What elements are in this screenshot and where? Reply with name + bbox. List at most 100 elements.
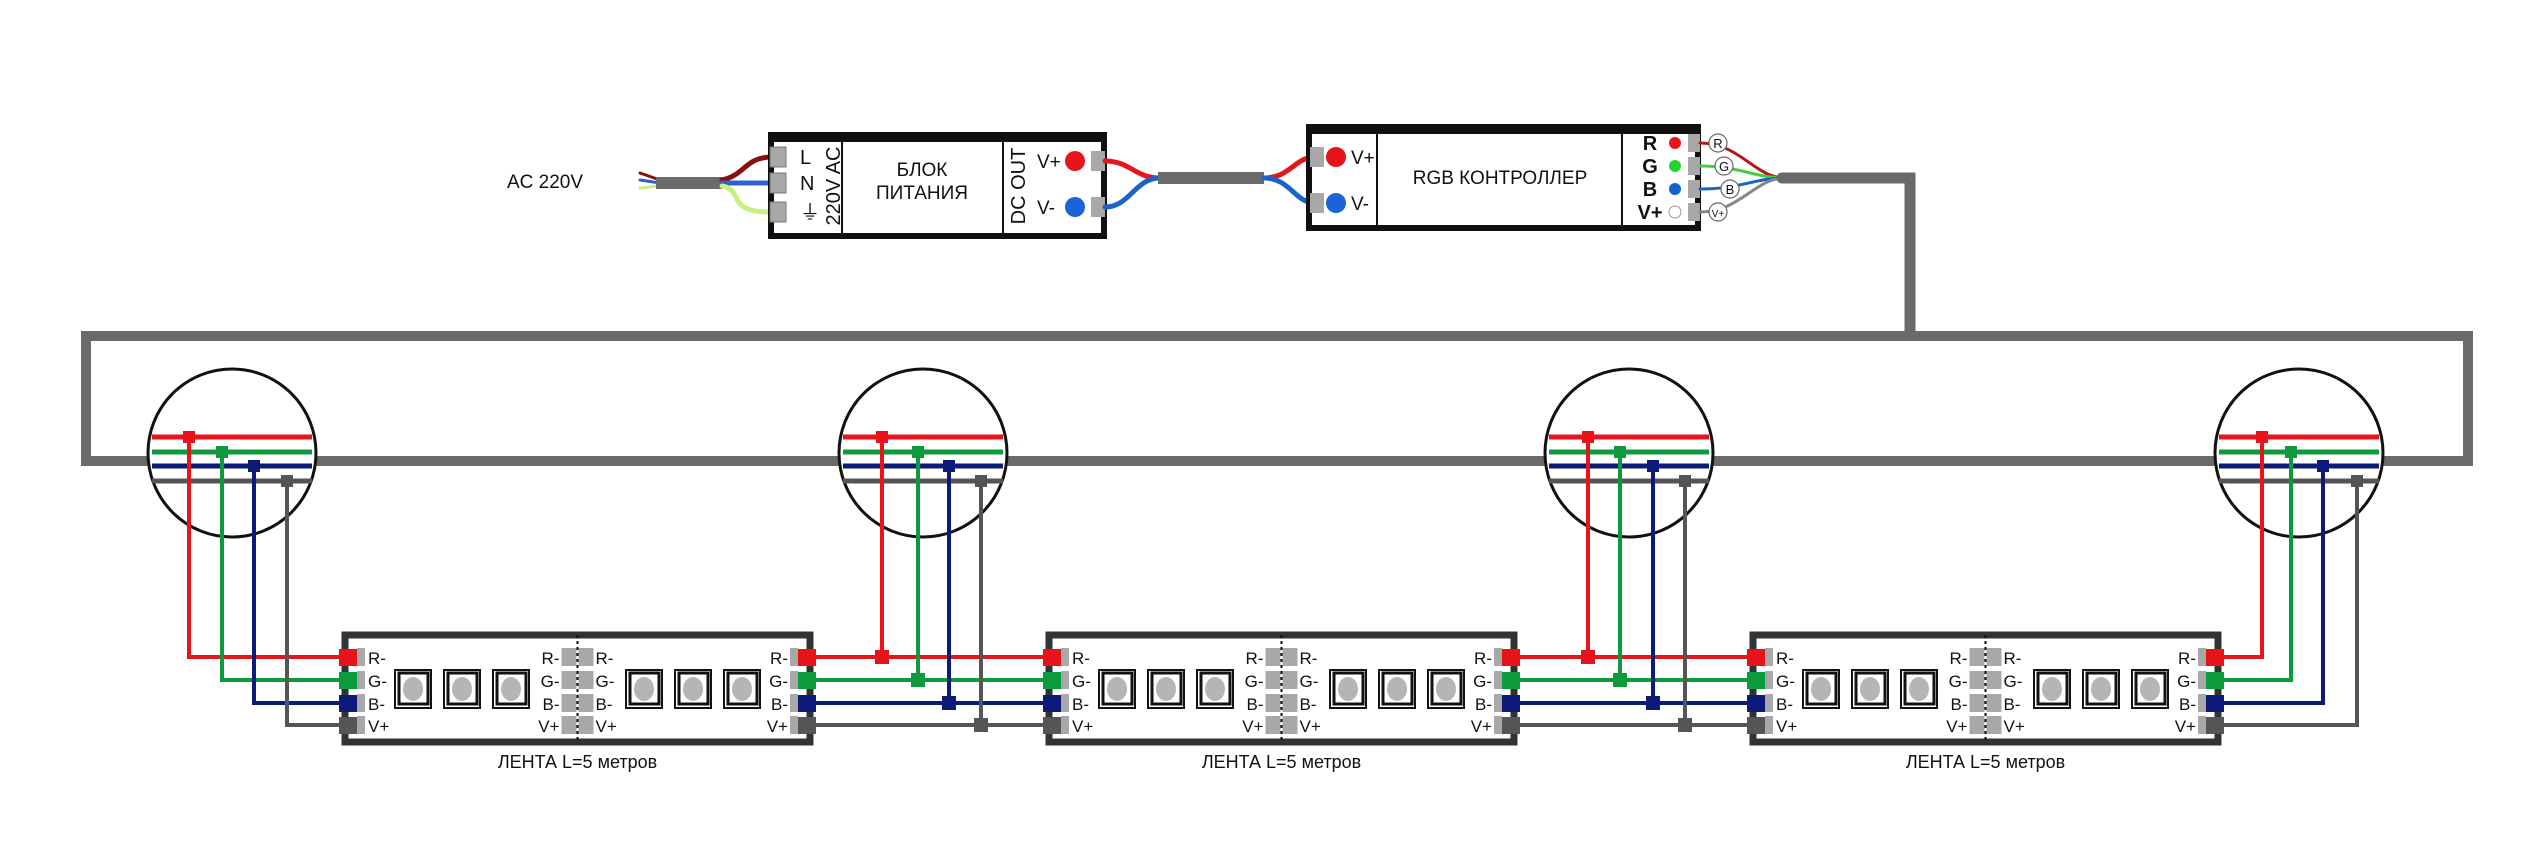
strip-right-pad — [2198, 694, 2206, 712]
led-chip-lens — [683, 677, 703, 701]
junction-node — [912, 446, 924, 458]
strip-left-terminal — [1043, 717, 1061, 734]
controller-box — [1306, 124, 1701, 231]
wire-tag-label-2: B — [1726, 182, 1735, 197]
strip-left-terminal — [339, 672, 357, 689]
controller-in-minus-label: V- — [1351, 194, 1369, 215]
strip-left-pin-label: G- — [1072, 672, 1091, 691]
strip-left-pad — [357, 671, 365, 689]
controller-output-dot-0 — [1669, 137, 1681, 149]
strip-caption: ЛЕНТА L=5 метров — [1906, 752, 2065, 772]
strip-mid-pad — [1986, 716, 2002, 734]
strip-left-terminal — [1043, 649, 1061, 666]
strip-mid-pad — [1969, 716, 1985, 734]
junction-node — [1679, 475, 1691, 487]
led-strip-2: R-R-R-R-G-G-G-G-B-B-B-B-V+V+V+V+ЛЕНТА L=… — [1747, 631, 2224, 772]
wire-tag-label-1: G — [1719, 159, 1729, 174]
strip-right-pin-label: G- — [1473, 672, 1492, 691]
strip-mid-pad — [1265, 671, 1281, 689]
psu-out-minus-label: V- — [1037, 198, 1055, 219]
wire-tag-circle-3 — [1708, 202, 1728, 222]
strip-right-terminal — [1502, 649, 1520, 666]
junction-node — [1613, 673, 1627, 687]
junction-node — [1614, 446, 1626, 458]
strip-left-pad — [357, 716, 365, 734]
strip-mid-pin-label: V+ — [1946, 717, 1967, 736]
strip-mid-pad — [561, 694, 577, 712]
strip-mid-pin-label: R- — [542, 649, 560, 668]
junction-node — [875, 650, 889, 664]
strip-right-terminal — [798, 717, 816, 734]
strip-right-pad — [2198, 671, 2206, 689]
strip-left-pin-label: R- — [1776, 649, 1794, 668]
junction-node — [1646, 696, 1660, 710]
controller-output-label-3: V+ — [1637, 202, 1662, 224]
psu-terminal — [769, 172, 787, 194]
dc-wire-minus-out — [1102, 175, 1163, 210]
strip-right-pad — [1494, 694, 1502, 712]
led-chip-lens — [1909, 677, 1929, 701]
strip-mid-pin-label: R- — [2004, 649, 2022, 668]
dc-cable — [1158, 172, 1264, 184]
controller-in-terminal-plus — [1310, 147, 1324, 167]
led-chip-lens — [1107, 677, 1127, 701]
feed-wire — [220, 450, 347, 682]
strip-left-terminal — [339, 649, 357, 666]
strip-left-pin-label: B- — [1776, 695, 1793, 714]
strip-left-pin-label: G- — [368, 672, 387, 691]
led-chip-lens — [501, 677, 521, 701]
strip-mid-pin-label: B- — [1951, 695, 1968, 714]
rgb-cable — [1776, 172, 1916, 338]
feed-wire — [252, 464, 347, 705]
strip-right-pad — [790, 716, 798, 734]
junction-node — [974, 718, 988, 732]
strip-mid-pin-label: G- — [541, 672, 560, 691]
strip-right-terminal — [798, 672, 816, 689]
strip-caption: ЛЕНТА L=5 метров — [1202, 752, 1361, 772]
psu-out-plus-label: V+ — [1037, 152, 1061, 173]
strip-right-terminal — [2206, 695, 2224, 712]
strip-left-pin-label: B- — [368, 695, 385, 714]
strip-right-pin-label: V+ — [767, 717, 788, 736]
strip-left-terminal — [1043, 672, 1061, 689]
feed-wire — [187, 435, 347, 659]
led-chip-lens — [1860, 677, 1880, 701]
junction-node — [1582, 431, 1594, 443]
strip-right-terminal — [798, 649, 816, 666]
led-chip-lens — [1436, 677, 1456, 701]
junction-node — [2285, 446, 2297, 458]
strip-left-pad — [1765, 648, 1773, 666]
junction-node — [248, 460, 260, 472]
led-strip-0: R-R-R-R-G-G-G-G-B-B-B-B-V+V+V+V+ЛЕНТА L=… — [339, 631, 816, 772]
led-chip-lens — [2140, 677, 2160, 701]
controller-output-terminal-3 — [1688, 203, 1700, 221]
strip-right-terminal — [1502, 717, 1520, 734]
strip-mid-pin-label: B- — [543, 695, 560, 714]
feed-wire — [2216, 435, 2264, 659]
strip-mid-pin-label: V+ — [1300, 717, 1321, 736]
junction-node — [942, 696, 956, 710]
strip-right-pad — [2198, 648, 2206, 666]
strip-left-pin-label: R- — [1072, 649, 1090, 668]
strip-right-pin-label: G- — [2177, 672, 2196, 691]
led-chip-lens — [1205, 677, 1225, 701]
strip-left-pad — [1061, 671, 1069, 689]
strip-left-pin-label: V+ — [1072, 717, 1093, 736]
strip-mid-pad — [1986, 648, 2002, 666]
strip-right-terminal — [2206, 672, 2224, 689]
strip-mid-pad — [1282, 694, 1298, 712]
wire-tag-label-0: R — [1713, 136, 1722, 151]
wire-tag-circle-0 — [1708, 133, 1728, 153]
strip-mid-pad — [1969, 694, 1985, 712]
strip-left-pin-label: B- — [1072, 695, 1089, 714]
strip-mid-pin-label: B- — [1300, 695, 1317, 714]
strip-left-terminal — [339, 717, 357, 734]
strip-right-terminal — [2206, 717, 2224, 734]
strip-left-pad — [1061, 648, 1069, 666]
psu-input-label: 220V AC — [823, 147, 845, 226]
feed-wire — [285, 479, 347, 727]
junction-node — [1678, 718, 1692, 732]
strip-right-pad — [1494, 648, 1502, 666]
controller-in-terminal-minus — [1310, 193, 1324, 213]
wire-tag-circle-1 — [1714, 156, 1734, 176]
